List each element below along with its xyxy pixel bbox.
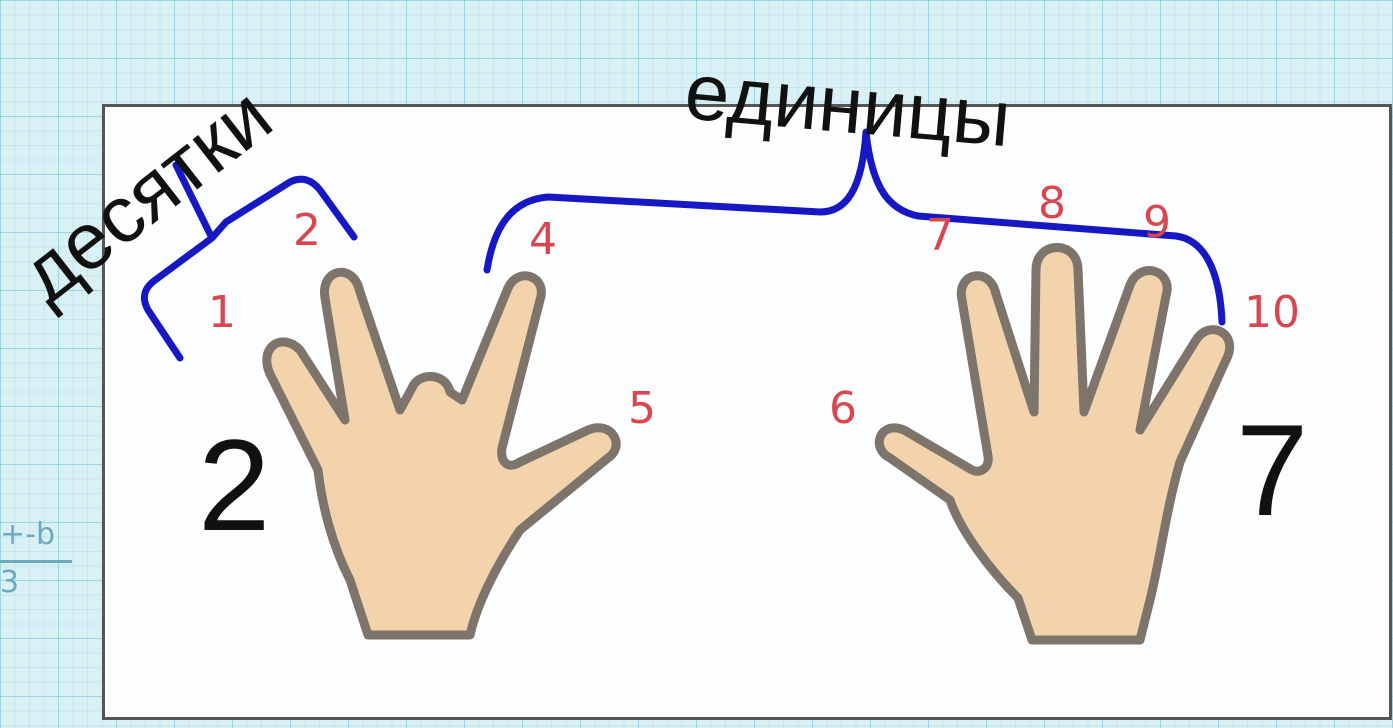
finger-number: 2 [293,205,321,256]
finger-number: 8 [1038,178,1066,229]
finger-number: 4 [529,214,557,265]
side-formula-rule [0,560,72,563]
finger-number: 9 [1143,197,1171,248]
left-hand-number: 2 [198,412,270,558]
finger-number: 1 [208,287,236,338]
units-brace [483,128,1226,326]
side-formula-fragment: +-b 3 [0,517,72,598]
finger-number: 10 [1244,287,1300,338]
right-hand-icon [874,243,1235,645]
finger-number: 5 [628,383,656,434]
right-hand-number: 7 [1236,397,1308,543]
units-label: единицы [682,46,1015,163]
tens-brace [140,161,358,362]
tens-label: десятки [4,70,288,319]
finger-number: 6 [829,383,857,434]
left-hand-icon [262,268,621,640]
side-formula-top: +-b [0,517,56,552]
side-formula-bottom: 3 [0,565,20,600]
finger-number: 7 [926,210,954,261]
